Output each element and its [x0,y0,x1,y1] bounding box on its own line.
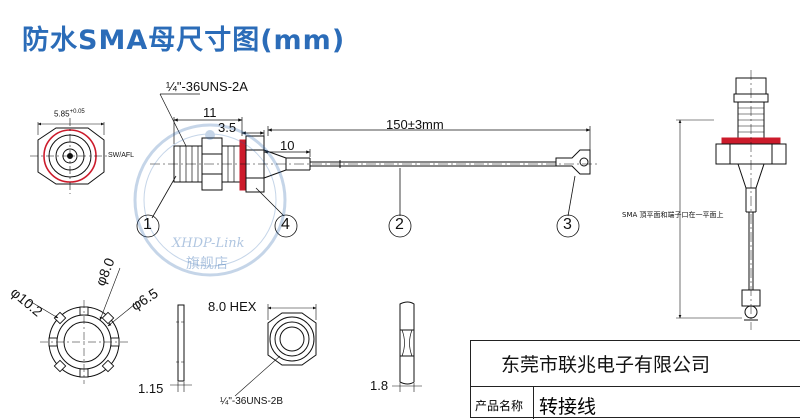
dimension-lines [159,93,591,157]
shop-watermark-seal [133,123,287,277]
right-vertical-view [676,70,787,330]
callout-4: 4 [281,216,290,233]
dim-5-85-tolerance: +0.05 [69,109,85,115]
callout-group [136,168,580,238]
front-view-hex [30,118,110,194]
title-block-table: 东莞市联兆电子有限公司 产品名称 转接线 [470,340,800,419]
company-name: 东莞市联兆电子有限公司 [501,354,711,376]
watermark-brand: XHDP-Link [172,236,245,251]
thread-spec-bottom: ¼"-36UNS-2B [220,396,284,407]
swafl-label: SW/AFL [108,152,135,159]
page-title: 防水SMA母尺寸图(mm) [22,25,346,56]
connector-side-view [150,135,600,193]
hex-nut-front-view [234,304,317,397]
dim-11: 11 [203,105,217,120]
callout-1: 1 [143,216,152,233]
product-name: 转接线 [539,396,597,418]
dim-5-85: 5.85+0.05 [54,109,85,119]
side-note: SMA 頂平面和端子口在一平面上 [622,211,724,219]
washer-side-view [170,304,192,392]
thread-spec-top: ¼"-36UNS-2A [166,79,248,94]
dim-1-15: 1.15 [138,381,164,396]
product-label: 产品名称 [475,399,524,413]
callout-3: 3 [563,216,572,233]
callout-2: 2 [395,216,404,233]
product-label-cell [471,387,534,419]
watermark-shop: 旗舰店 [186,256,228,272]
dim-1-8: 1.8 [370,378,389,393]
company-row: 东莞市联兆电子有限公司 [471,341,800,387]
dim-10: 10 [280,138,295,153]
dim-3-5: 3.5 [218,120,237,135]
lock-washer-view [27,267,141,384]
hex-nut-side-view [392,301,422,392]
dim-hex: 8.0 HEX [208,299,257,314]
dim-150: 150±3mm [386,117,444,132]
dim-5-85-value: 5.85 [54,109,70,119]
